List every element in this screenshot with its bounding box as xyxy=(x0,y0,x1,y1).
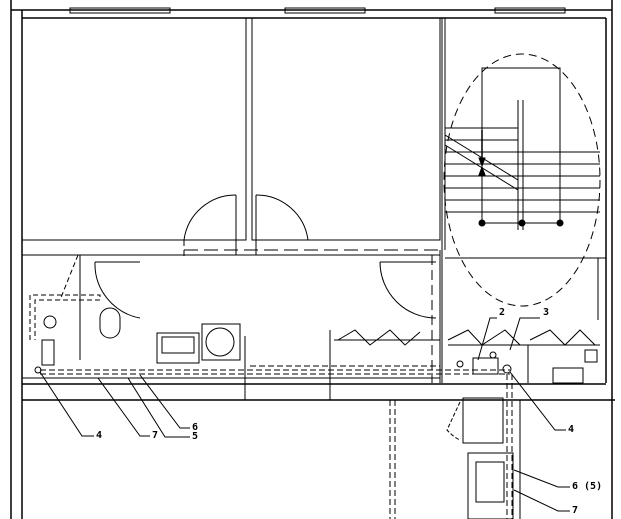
pipe-fitting xyxy=(502,364,512,374)
windows xyxy=(69,7,566,14)
callout-4-right: 4 xyxy=(568,424,575,435)
callout-5-left: 5 xyxy=(192,431,199,442)
room-left xyxy=(21,17,247,241)
kitchen xyxy=(446,397,521,519)
callout-2: 2 xyxy=(499,307,506,318)
piping xyxy=(40,365,513,519)
callout-6-left: 6 xyxy=(192,422,199,433)
callout-3: 3 xyxy=(543,307,550,318)
doors xyxy=(183,194,440,383)
callout-7-left: 7 xyxy=(152,430,159,441)
callout-7-right: 7 xyxy=(572,505,579,516)
pipe-fitting xyxy=(456,360,464,368)
room-center xyxy=(251,17,441,241)
outer-walls xyxy=(10,0,615,519)
callout-6-5-right: 6 (5) xyxy=(572,481,603,492)
wet-area xyxy=(22,250,600,400)
callout-4-left: 4 xyxy=(96,430,103,441)
pipe-fitting xyxy=(489,351,497,359)
stair-room xyxy=(441,18,606,383)
leader-lines xyxy=(39,317,570,512)
stair-treads xyxy=(444,100,600,230)
pipe-fitting xyxy=(34,366,42,374)
meter-box xyxy=(472,357,499,375)
